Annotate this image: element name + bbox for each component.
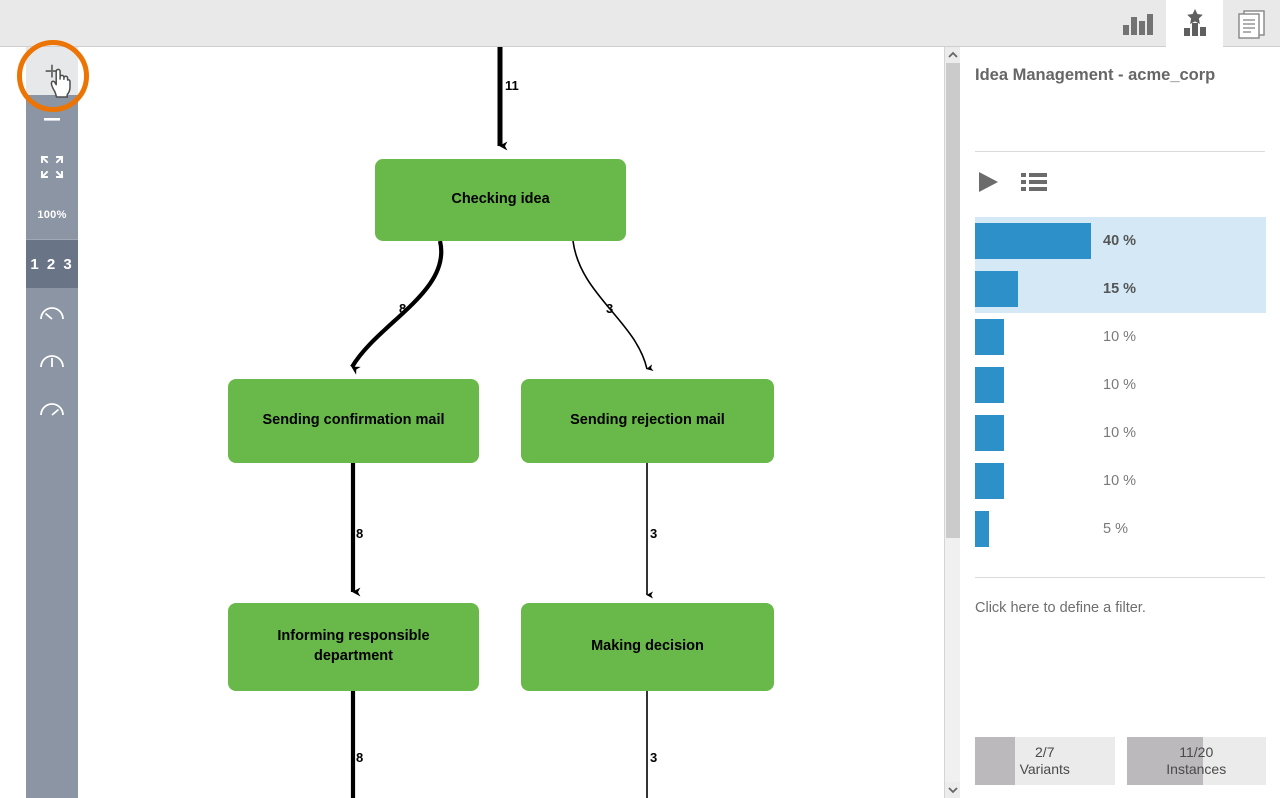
variant-percent: 10 % [1103,425,1137,441]
variant-row[interactable]: 10 % [975,313,1266,361]
variant-list: 40 % 15 % 10 % 10 % 10 % 10 % [975,217,1266,553]
gauge-low-button[interactable] [26,288,78,336]
fit-to-screen-button[interactable] [26,143,78,191]
edge-label: 3 [650,526,658,541]
stats-row: 2/7 Variants 11/20 Instances [975,737,1266,785]
edge-label: 3 [606,301,614,316]
variant-percent: 10 % [1103,377,1137,393]
variant-row[interactable]: 15 % [975,265,1266,313]
variant-bar [975,271,1018,307]
variant-bar [975,223,1091,259]
minus-icon [44,118,60,121]
play-icon [979,172,998,192]
zoom-toolbar: + 100% [26,47,78,798]
process-node[interactable]: Sending confirmation mail [228,379,479,463]
chevron-down-icon [947,787,958,794]
node-label: Sending rejection mail [570,412,725,429]
panel-divider-bottom [975,577,1265,578]
variant-percent: 10 % [1103,473,1137,489]
scroll-down-button[interactable] [945,782,960,798]
bar-chart-icon [1122,13,1153,35]
variant-percent: 15 % [1103,281,1137,297]
variant-bar [975,463,1004,499]
node-label: Sending confirmation mail [262,412,445,429]
variant-percent: 5 % [1103,521,1128,537]
node-label: Making decision [591,638,704,655]
variant-bar [975,367,1004,403]
process-node[interactable]: Sending rejection mail [521,379,774,463]
variant-row[interactable]: 40 % [975,217,1266,265]
node-label: Informing responsible department [277,628,430,664]
variants-stat-value: 2/7 [1035,743,1055,760]
gauge-high-icon [40,403,64,416]
zoom-out-button[interactable] [26,95,78,143]
panel-actions [975,169,1047,195]
variant-bar [975,415,1004,451]
panel-divider-top [975,151,1265,152]
variant-percent: 10 % [1103,329,1137,345]
gauge-high-button[interactable] [26,384,78,432]
process-canvas[interactable]: Checking idea Sending confirmation mail … [0,47,960,798]
edge-label: 8 [356,526,364,541]
view-tabs [1109,0,1280,47]
process-node[interactable]: Informing responsible department [228,603,479,691]
chevron-up-icon [947,51,958,58]
node-label: Checking idea [451,191,550,208]
variant-row[interactable]: 5 % [975,505,1266,553]
zoom-level-button[interactable]: 100% [26,191,78,239]
instances-stat-fill [1126,737,1204,785]
gauge-mid-button[interactable] [26,336,78,384]
gauge-mid-icon [40,355,64,368]
filter-prompt[interactable]: Click here to define a filter. [975,600,1146,616]
process-node[interactable]: Making decision [521,603,774,691]
documents-icon [1237,9,1265,39]
variant-row[interactable]: 10 % [975,361,1266,409]
zoom-in-button[interactable]: + [26,47,78,95]
plus-icon: + [44,56,60,86]
instances-stat[interactable]: 11/20 Instances [1126,737,1266,785]
variants-stat-unit: Variants [1019,761,1070,777]
instances-stat-unit: Instances [1166,761,1227,777]
variant-row[interactable]: 10 % [975,409,1266,457]
instances-stat-value: 11/20 [1179,743,1214,760]
zoom-level-label: 100% [37,209,67,221]
edge-label: 8 [356,750,364,765]
variant-row[interactable]: 10 % [975,457,1266,505]
play-animation-button[interactable] [975,169,1001,195]
variants-stat-fill [975,737,1015,785]
canvas-scrollbar[interactable] [944,47,960,798]
variant-list-button[interactable] [1021,171,1047,193]
scroll-up-button[interactable] [945,47,960,63]
top-bar [0,0,1280,47]
process-node[interactable]: Checking idea [375,159,626,241]
variant-bar [975,319,1004,355]
fit-screen-icon [40,155,64,179]
process-graph: Checking idea Sending confirmation mail … [0,47,959,798]
bar-chart-star-icon [1183,8,1206,36]
variant-bar [975,511,989,547]
list-icon [1021,173,1047,191]
variants-stat[interactable]: 2/7 Variants [975,737,1115,785]
panel-title: Idea Management - acme_corp [975,66,1216,84]
variant-percent: 40 % [1103,233,1137,249]
edge-label: 3 [650,750,658,765]
tab-variants[interactable] [1166,0,1223,47]
tab-documents[interactable] [1223,0,1280,47]
numbers-icon: 1 2 3 [30,255,74,273]
gauge-low-icon [40,307,64,320]
process-edges [350,47,654,798]
tab-process-overview[interactable] [1109,0,1166,47]
scrollbar-thumb[interactable] [946,63,960,538]
toolbar-divider [26,239,78,240]
edge-label: 8 [399,301,407,316]
absolute-numbers-button[interactable]: 1 2 3 [26,240,78,288]
edge-label: 11 [505,78,519,93]
side-panel: Idea Management - acme_corp [961,47,1280,798]
